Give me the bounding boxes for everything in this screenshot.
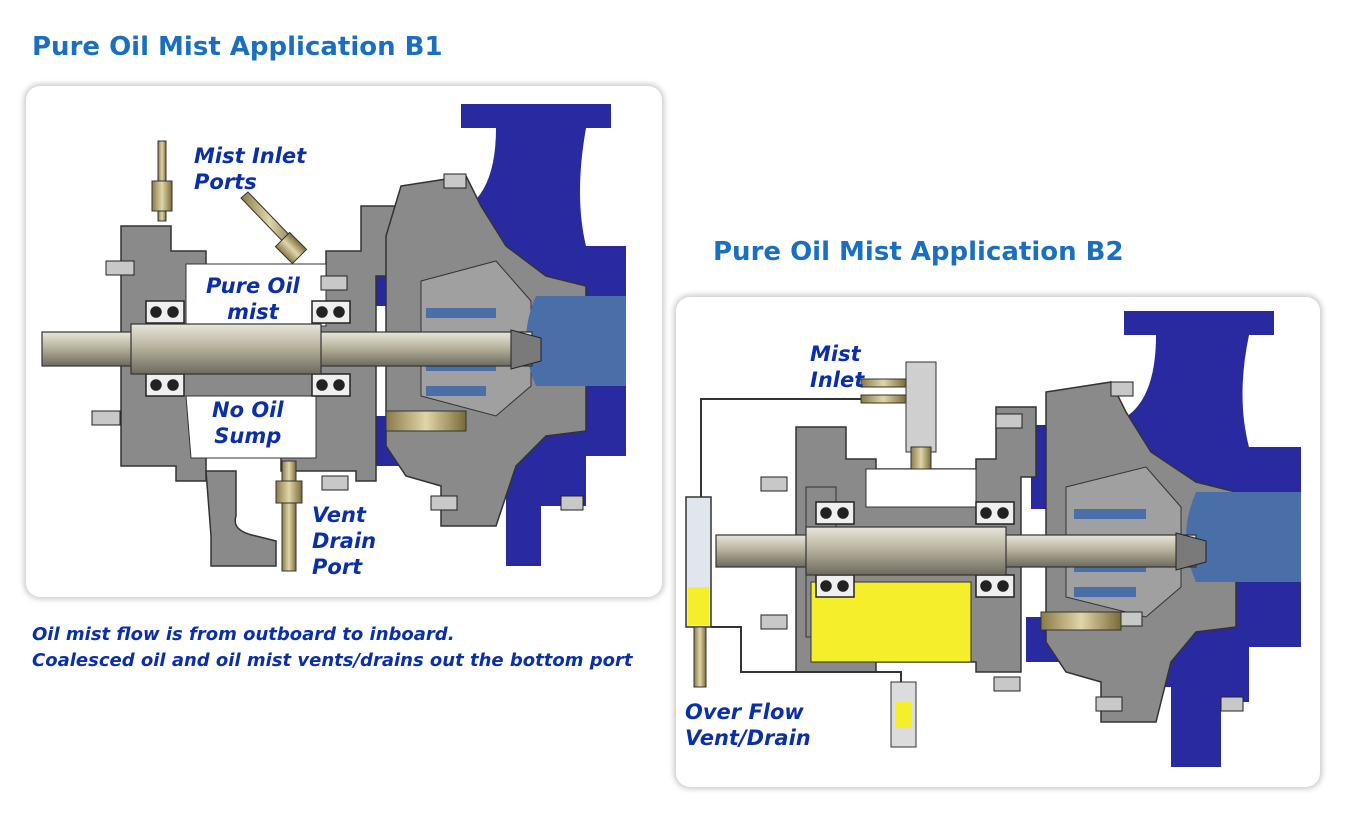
vent-drain-tube xyxy=(281,460,297,572)
panel-b1-diagram: Mist Inlet Ports Pure Oil mist No Oil Su… xyxy=(26,86,662,597)
label-mist-inlet-ports: Mist Inlet Ports xyxy=(194,144,307,194)
panel-b2-diagram: Mist Inlet Over Flow Vent/Drain xyxy=(676,297,1320,787)
label-no-oil-sump: No Oil Sump xyxy=(212,398,284,448)
drain-line xyxy=(711,626,902,687)
mist-inlet-fitting xyxy=(905,361,937,453)
label-over-flow-vent-drain: Over Flow Vent/Drain xyxy=(685,700,811,750)
mist-line xyxy=(700,398,861,497)
label-vent-drain-port: Vent Drain Port xyxy=(312,503,377,579)
pump-b2-illustration xyxy=(685,311,1301,767)
pump-b1-illustration xyxy=(41,104,626,572)
title-b2: Pure Oil Mist Application B2 xyxy=(713,237,1124,267)
housing-cavity xyxy=(185,263,327,459)
impeller-eye xyxy=(526,296,626,386)
label-mist-inlet: Mist Inlet xyxy=(810,342,865,392)
title-b1: Pure Oil Mist Application B1 xyxy=(32,32,443,62)
housing-cavity-b2 xyxy=(865,468,977,508)
caption-line-2: Coalesced oil and oil mist vents/drains … xyxy=(32,650,633,671)
caption-line-1: Oil mist flow is from outboard to inboar… xyxy=(32,624,455,645)
label-pure-oil-mist: Pure Oil mist xyxy=(206,274,300,324)
bearing-outboard-top xyxy=(145,300,351,397)
